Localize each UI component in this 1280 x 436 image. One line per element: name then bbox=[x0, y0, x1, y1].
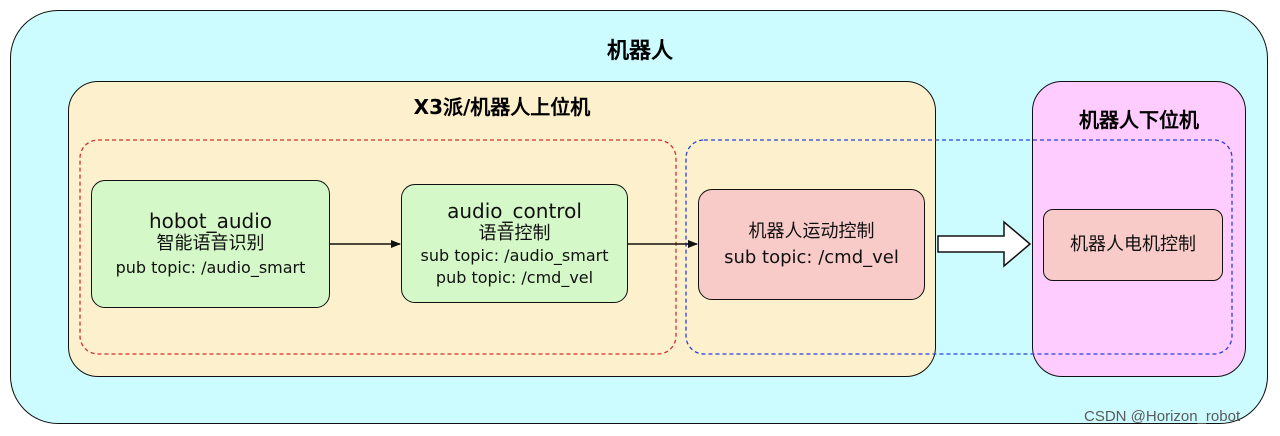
robot-title: 机器人 bbox=[606, 39, 673, 64]
hobot-audio-node: hobot_audio 智能语音识别 pub topic: /audio_sma… bbox=[91, 180, 330, 308]
motion-control-desc: 机器人运动控制 bbox=[748, 220, 875, 242]
hobot-audio-topic: pub topic: /audio_smart bbox=[115, 258, 306, 277]
hobot-audio-desc: 智能语音识别 bbox=[156, 233, 265, 254]
upper-computer-title: X3派/机器人上位机 bbox=[413, 95, 591, 119]
audio-control-name: audio_control bbox=[447, 198, 582, 223]
csdn-watermark: CSDN @Horizon_robot bbox=[1084, 408, 1241, 425]
audio-control-sub-topic: sub topic: /audio_smart bbox=[420, 245, 609, 265]
motion-control-node: 机器人运动控制 sub topic: /cmd_vel bbox=[698, 189, 925, 300]
block-arrow-to-lower bbox=[937, 220, 1032, 268]
audio-control-pub-topic: pub topic: /cmd_vel bbox=[435, 267, 594, 287]
red-dashed-group bbox=[79, 139, 677, 355]
hobot-audio-name: hobot_audio bbox=[148, 209, 273, 233]
audio-control-node: audio_control 语音控制 sub topic: /audio_sma… bbox=[401, 184, 628, 303]
blue-dashed-group bbox=[685, 139, 1233, 355]
audio-control-desc: 语音控制 bbox=[478, 222, 551, 244]
motor-control-desc: 机器人电机控制 bbox=[1070, 234, 1196, 255]
motor-control-node: 机器人电机控制 bbox=[1043, 209, 1223, 281]
motion-control-topic: sub topic: /cmd_vel bbox=[724, 246, 899, 268]
lower-computer-title: 机器人下位机 bbox=[1079, 108, 1199, 132]
